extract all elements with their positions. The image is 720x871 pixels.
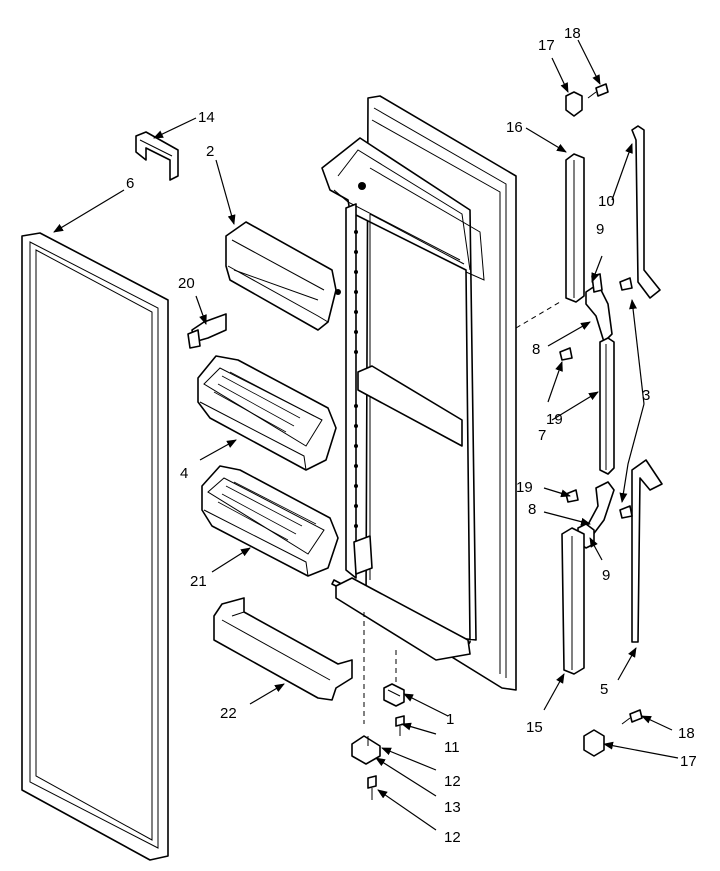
callout-2: 2 bbox=[206, 143, 214, 160]
lower-screw-3 bbox=[619, 505, 633, 519]
callout-18-upper: 18 bbox=[564, 25, 581, 42]
lower-screw-19 bbox=[565, 489, 579, 503]
lower-handle-piece bbox=[599, 337, 615, 475]
callout-5: 5 bbox=[600, 681, 608, 698]
callout-14: 14 bbox=[198, 109, 215, 126]
lower-endcap bbox=[583, 729, 605, 757]
upper-screw-19 bbox=[559, 347, 573, 361]
callout-6: 6 bbox=[126, 175, 134, 192]
callout-22: 22 bbox=[220, 705, 237, 722]
callout-8-upper: 8 bbox=[532, 341, 540, 358]
callout-11: 11 bbox=[444, 739, 460, 756]
callout-4: 4 bbox=[180, 465, 188, 482]
callout-19-upper: 19 bbox=[546, 411, 563, 428]
callout-18-lower: 18 bbox=[678, 725, 695, 742]
upper-handle-piece bbox=[565, 153, 585, 303]
door-bin bbox=[197, 355, 337, 471]
dairy-shelf bbox=[213, 597, 353, 701]
lower-screw bbox=[621, 709, 643, 725]
callout-9-lower: 9 bbox=[602, 567, 610, 584]
hinge-pin bbox=[383, 683, 405, 707]
callout-21: 21 bbox=[190, 573, 207, 590]
upper-endcap bbox=[565, 91, 583, 117]
callout-16: 16 bbox=[506, 119, 523, 136]
callout-10: 10 bbox=[598, 193, 615, 210]
callout-13: 13 bbox=[444, 799, 461, 816]
clip bbox=[135, 131, 179, 181]
door-bin-lower bbox=[201, 465, 339, 577]
upper-trim bbox=[631, 125, 661, 299]
hinge-bracket bbox=[351, 735, 381, 765]
callout-15: 15 bbox=[526, 719, 543, 736]
lower-hinge bbox=[583, 459, 663, 643]
callout-1: 1 bbox=[446, 711, 454, 728]
upper-hinge bbox=[585, 273, 613, 343]
door-assembly bbox=[321, 95, 517, 691]
leader-lines bbox=[53, 39, 679, 831]
callout-3: 3 bbox=[642, 387, 650, 404]
upper-screw bbox=[587, 83, 609, 99]
alignment-line bbox=[515, 301, 561, 329]
upper-screw-3 bbox=[619, 277, 633, 291]
upper-shelf-bin bbox=[225, 221, 341, 331]
callout-labels: 1 2 3 4 5 6 7 8 8 9 9 10 11 12 13 12 14 … bbox=[126, 25, 697, 846]
callout-17-upper: 17 bbox=[538, 37, 555, 54]
callout-7: 7 bbox=[538, 427, 546, 444]
door-gasket bbox=[21, 232, 169, 861]
bottom-hinge-screw bbox=[367, 775, 377, 800]
callout-8-lower: 8 bbox=[528, 501, 536, 518]
callout-12-lower: 12 bbox=[444, 829, 461, 846]
lower-handle-15 bbox=[561, 527, 585, 675]
small-bracket bbox=[187, 313, 227, 349]
callout-19-lower: 19 bbox=[516, 479, 533, 496]
callout-20: 20 bbox=[178, 275, 195, 292]
callout-12-upper: 12 bbox=[444, 773, 461, 790]
callout-9-upper: 9 bbox=[596, 221, 604, 238]
callout-17-lower: 17 bbox=[680, 753, 697, 770]
hinge-screw bbox=[395, 715, 405, 736]
